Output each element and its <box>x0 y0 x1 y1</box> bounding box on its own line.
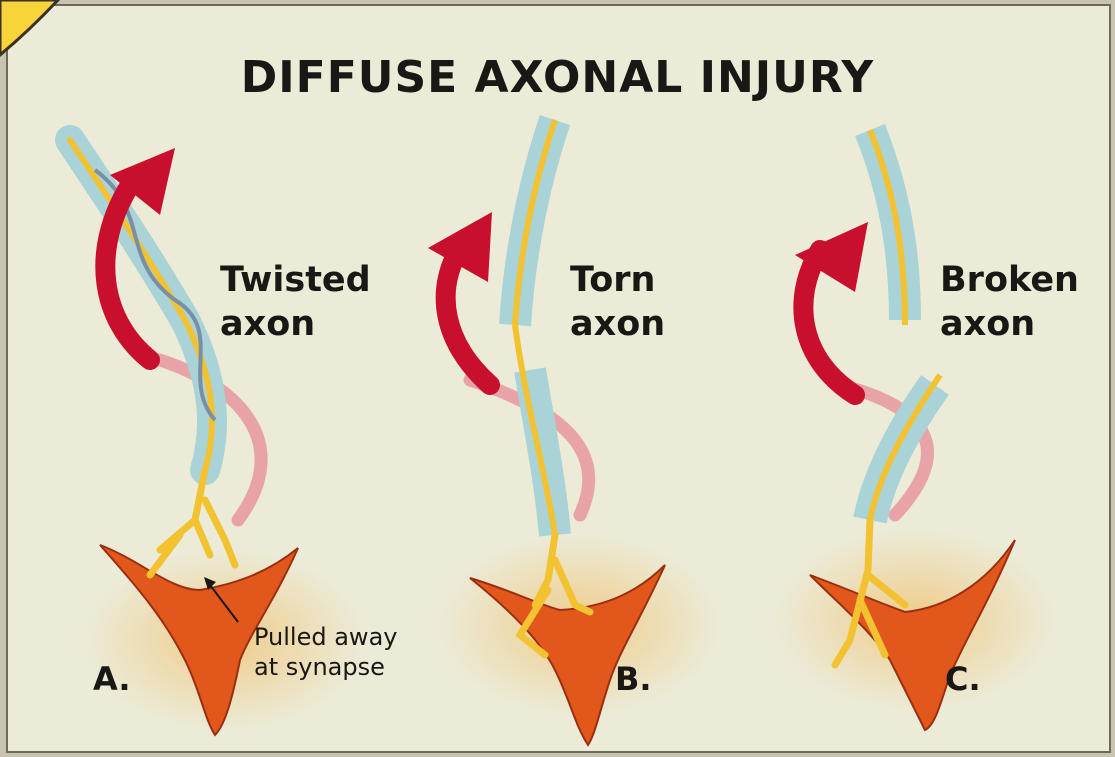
panel-a-note: Pulled away at synapse <box>254 622 397 682</box>
corner-ribbon <box>0 0 58 55</box>
panel-b-drawing <box>428 120 720 745</box>
panel-c-caption: Broken axon <box>940 258 1079 346</box>
panel-a-caption: Twisted axon <box>220 258 371 346</box>
panel-a-caption-line1: Twisted <box>220 258 371 302</box>
panel-a-note-line1: Pulled away <box>254 622 397 652</box>
panel-a-caption-line2: axon <box>220 302 371 346</box>
panel-b-caption-line1: Torn <box>570 258 665 302</box>
arrow-head-b <box>428 212 492 282</box>
panel-b-letter: B. <box>615 660 652 698</box>
axon-upper-b <box>515 120 555 325</box>
panel-c-caption-line2: axon <box>940 302 1079 346</box>
panel-c-letter: C. <box>945 660 981 698</box>
diagram-title: DIFFUSE AXONAL INJURY <box>0 52 1115 103</box>
panel-b-caption: Torn axon <box>570 258 665 346</box>
panel-a-letter: A. <box>93 660 131 698</box>
panel-c-drawing <box>775 130 1055 730</box>
panel-a-note-line2: at synapse <box>254 652 397 682</box>
panel-c-caption-line1: Broken <box>940 258 1079 302</box>
panel-b-caption-line2: axon <box>570 302 665 346</box>
